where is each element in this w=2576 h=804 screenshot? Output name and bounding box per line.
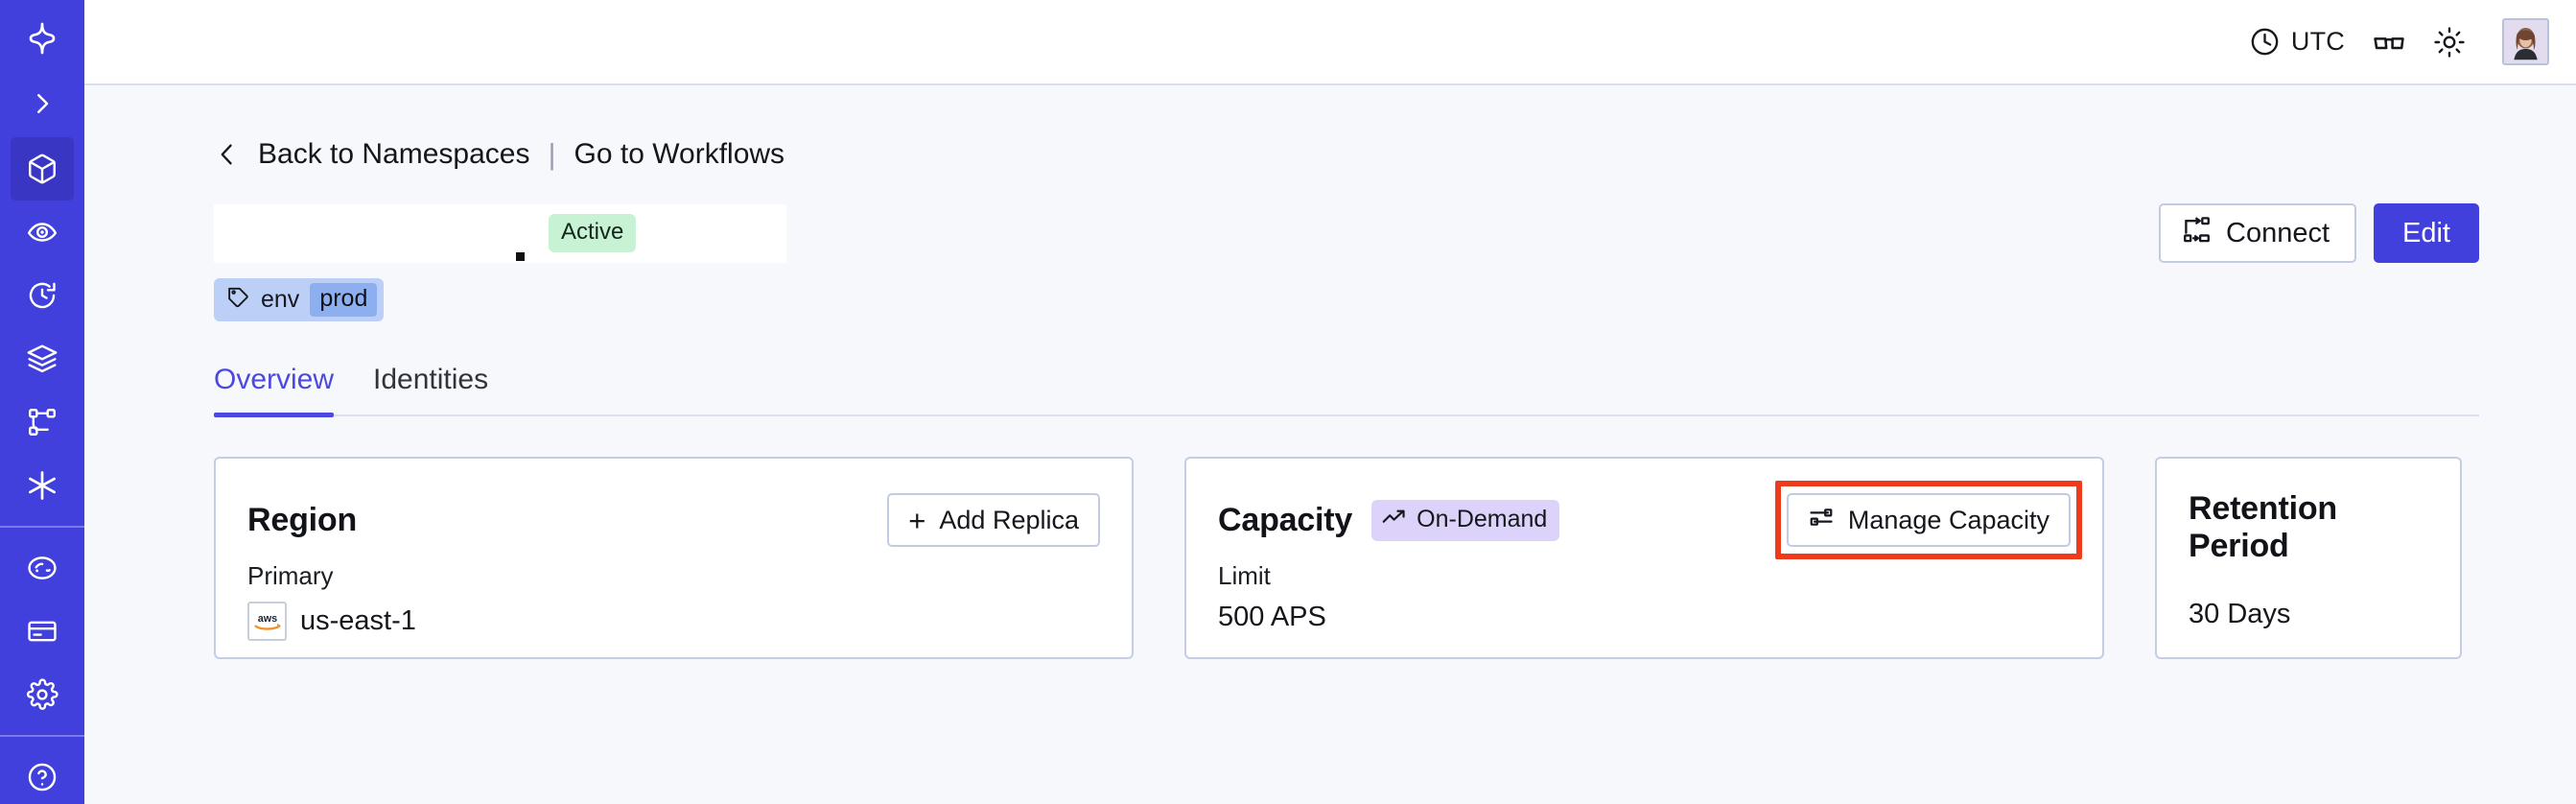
region-card-title: Region [247, 501, 358, 538]
top-bar: UTC [84, 0, 2576, 85]
sidebar-item-settings[interactable] [11, 663, 74, 726]
sidebar-item-appearance[interactable] [11, 536, 74, 600]
capacity-card: Capacity On-Demand [1184, 457, 2104, 659]
glasses-icon [2372, 25, 2406, 59]
avatar [2502, 18, 2549, 65]
sidebar-item-nexus[interactable] [11, 454, 74, 517]
sidebar-item-help[interactable] [11, 745, 74, 804]
tab-overview[interactable]: Overview [214, 364, 335, 417]
sliders-icon [1808, 504, 1835, 537]
four-point-star-logo-icon [23, 19, 61, 58]
connect-nodes-icon [2182, 215, 2212, 252]
main-content: Back to Namespaces | Go to Workflows Act… [84, 85, 2576, 804]
layers-icon [26, 343, 59, 375]
gear-icon [26, 678, 59, 711]
chevron-left-icon[interactable] [214, 137, 241, 172]
tag-value: prod [310, 283, 378, 317]
tab-bar: Overview Identities [214, 364, 2479, 417]
timezone-selector[interactable]: UTC [2236, 15, 2358, 69]
sidebar-item-observability[interactable] [11, 201, 74, 264]
edit-button-label: Edit [2402, 217, 2450, 248]
edit-button[interactable]: Edit [2374, 203, 2479, 263]
namespace-header: Active [214, 203, 2479, 263]
region-value-row: aws us-east-1 [247, 602, 1100, 641]
add-replica-label: Add Replica [939, 505, 1079, 534]
eye-icon [26, 216, 59, 248]
sidebar-item-billing[interactable] [11, 600, 74, 663]
theme-toggle-button[interactable] [2420, 15, 2479, 69]
overview-cards: Region + Add Replica Primary [214, 457, 2479, 659]
title-artifact-dot [516, 251, 525, 261]
sidebar [0, 0, 84, 804]
tab-identities[interactable]: Identities [373, 364, 489, 395]
status-badge: Active [549, 214, 637, 252]
history-clock-icon [26, 279, 59, 312]
connect-button[interactable]: Connect [2159, 203, 2357, 263]
retention-card-title: Retention Period [2189, 490, 2337, 564]
region-card: Region + Add Replica Primary [214, 457, 1134, 659]
sidebar-item-schedules[interactable] [11, 264, 74, 327]
svg-text:aws: aws [257, 613, 276, 625]
timezone-label: UTC [2290, 27, 2345, 56]
on-demand-badge: On-Demand [1371, 499, 1560, 541]
manage-capacity-button[interactable]: Manage Capacity [1786, 493, 2071, 547]
asterisk-icon [25, 468, 59, 503]
on-demand-label: On-Demand [1417, 505, 1548, 532]
capacity-card-title: Capacity [1218, 501, 1353, 538]
workflow-graph-icon [26, 406, 59, 438]
right-pane: UTC [84, 0, 2576, 804]
namespace-tag[interactable]: env prod [214, 278, 385, 321]
breadcrumb-separator: | [548, 137, 556, 171]
sidebar-expand-button[interactable] [11, 72, 74, 135]
connect-button-label: Connect [2226, 217, 2330, 248]
trending-up-icon [1382, 506, 1407, 533]
region-value: us-east-1 [300, 605, 416, 636]
capacity-limit-label: Limit [1218, 561, 1271, 590]
sidebar-divider-bottom [0, 735, 84, 737]
sidebar-logo[interactable] [11, 7, 74, 70]
chevron-right-icon [28, 89, 57, 118]
breadcrumb-workflows-link[interactable]: Go to Workflows [574, 138, 785, 170]
retention-value: 30 Days [2189, 599, 2291, 629]
header-actions: Connect Edit [2159, 203, 2479, 263]
reading-mode-button[interactable] [2358, 15, 2420, 69]
capacity-value: 500 APS [1218, 602, 1326, 632]
region-primary-label: Primary [247, 561, 334, 590]
sidebar-item-workflows[interactable] [11, 390, 74, 454]
sun-icon [2433, 26, 2466, 59]
cube-icon [26, 153, 59, 185]
plus-icon: + [908, 503, 926, 537]
palette-icon [26, 552, 59, 584]
user-menu-button[interactable] [2502, 15, 2549, 69]
retention-card: Retention Period 30 Days [2155, 457, 2462, 659]
clock-icon [2249, 26, 2281, 58]
aws-logo-icon: aws [247, 602, 287, 641]
page-title [214, 203, 786, 263]
sidebar-item-namespaces[interactable] [11, 137, 74, 201]
sidebar-item-batch[interactable] [11, 327, 74, 390]
manage-capacity-wrap: Manage Capacity [1774, 481, 2082, 559]
manage-capacity-label: Manage Capacity [1847, 505, 2049, 534]
help-circle-icon [26, 761, 59, 793]
tag-icon [226, 285, 250, 316]
add-replica-button[interactable]: + Add Replica [887, 493, 1100, 547]
breadcrumb: Back to Namespaces | Go to Workflows [214, 85, 2479, 172]
tag-row: env prod [214, 278, 2479, 321]
tag-key: env [261, 286, 300, 313]
breadcrumb-back-link[interactable]: Back to Namespaces [258, 138, 530, 170]
sidebar-divider-top [0, 526, 84, 528]
credit-card-icon [26, 615, 59, 648]
